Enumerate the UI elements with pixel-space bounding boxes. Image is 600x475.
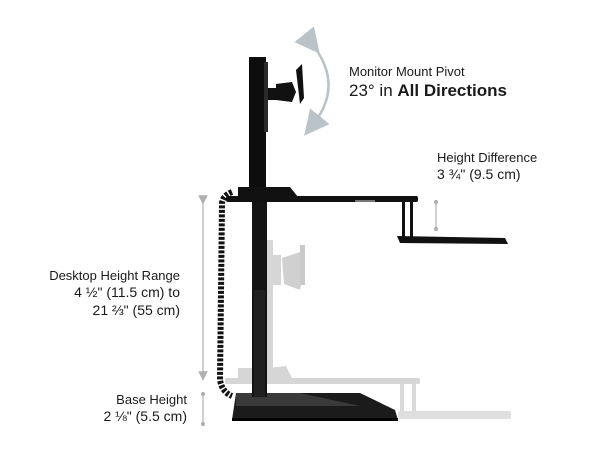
desktop-height-range-callout: Desktop Height Range 4 ½" (11.5 cm) to 2… <box>49 268 180 319</box>
base-height-title: Base Height <box>116 392 187 407</box>
height-difference-callout: Height Difference 3 ¾" (9.5 cm) <box>437 150 537 184</box>
height-difference-dimension-icon <box>433 199 439 232</box>
desktop-height-range-line2: 21 ⅔" (55 cm) <box>92 301 180 318</box>
pivot-arrow-icon <box>294 26 330 136</box>
ghost-lowered-position <box>225 240 511 419</box>
height-difference-value: 3 ¾" (9.5 cm) <box>437 166 521 183</box>
monitor-pivot-title: Monitor Mount Pivot <box>349 64 465 79</box>
desktop-height-range-title: Desktop Height Range <box>49 268 180 283</box>
base <box>232 393 398 421</box>
upper-work-surface <box>226 187 508 244</box>
base-height-value: 2 ⅛" (5.5 cm) <box>103 408 187 425</box>
coiled-cable <box>216 189 234 399</box>
desktop-height-range-line1: 4 ½" (11.5 cm) to <box>74 284 180 301</box>
monitor-mount <box>268 64 304 104</box>
monitor-pivot-value: 23° in All Directions <box>349 81 507 101</box>
height-difference-title: Height Difference <box>437 150 538 165</box>
base-height-dimension-icon <box>200 391 206 427</box>
monitor-pivot-callout: Monitor Mount Pivot 23° in All Direction… <box>349 64 507 102</box>
column <box>249 57 268 397</box>
base-height-callout: Base Height 2 ⅛" (5.5 cm) <box>103 392 187 426</box>
